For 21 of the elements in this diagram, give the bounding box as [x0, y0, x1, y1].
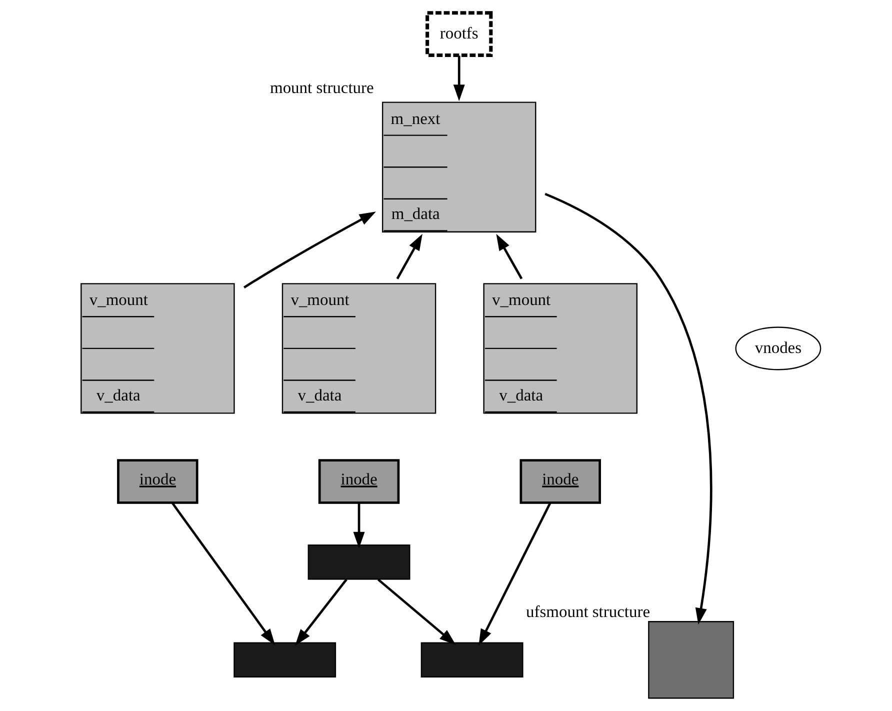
node-box: inode	[520, 459, 601, 504]
arrow	[453, 56, 465, 102]
arrow	[295, 578, 348, 646]
arrow	[353, 502, 365, 548]
node-label: ufsmount structure	[526, 602, 650, 622]
arrow	[396, 234, 422, 280]
arrow	[544, 192, 712, 625]
arrow	[377, 578, 456, 646]
node-box	[648, 621, 734, 699]
arrow	[244, 212, 376, 288]
node-box	[420, 642, 524, 678]
node-box: inode	[117, 459, 198, 504]
node-box: rootfs	[426, 11, 493, 57]
node-box: inode	[318, 459, 400, 504]
arrow	[171, 502, 276, 646]
node-box	[308, 544, 410, 580]
node-label: mount structure	[270, 78, 374, 98]
node-box	[234, 642, 336, 678]
node-ellipse: vnodes	[735, 326, 822, 370]
arrow	[496, 234, 523, 280]
arrow	[478, 502, 552, 646]
